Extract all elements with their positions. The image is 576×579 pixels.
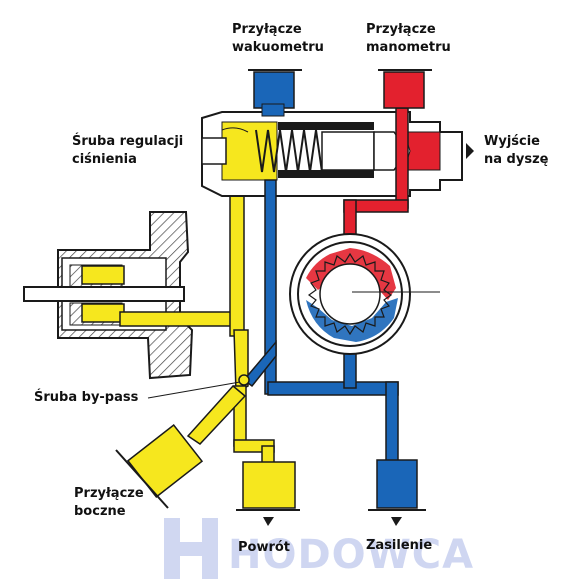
supply-channel (242, 179, 399, 463)
bypass-screw (147, 374, 250, 399)
vacuum-port-label-line1: Przyłącze (232, 22, 302, 37)
nozzle-outlet-label-line2: na dyszę (484, 152, 549, 167)
supply-port (368, 459, 426, 526)
watermark-text: HODOWCA (228, 532, 475, 578)
bypass-screw-label: Śruba by-pass (34, 390, 139, 405)
pressure-screw-label-line1: Śruba regulacji (72, 134, 184, 149)
gauge-port-label-line2: manometru (366, 40, 451, 55)
side-port-label-line1: Przyłącze (74, 486, 144, 501)
gear-pump (289, 233, 440, 355)
supply-label: Zasilenie (366, 538, 433, 553)
vacuum-port-label-line2: wakuometru (232, 40, 324, 55)
gauge-port (378, 69, 432, 109)
gauge-port-label-line1: Przyłącze (366, 22, 436, 37)
pressure-screw-label-line2: ciśnienia (72, 152, 137, 167)
side-port (115, 423, 204, 509)
return-label: Powrót (238, 540, 291, 555)
nozzle-outlet-label-line1: Wyjście (484, 134, 540, 149)
watermark-logo-icon (164, 518, 218, 579)
side-port-label-line2: boczne (74, 504, 126, 519)
pump-shaft (23, 265, 185, 323)
return-port (236, 461, 300, 526)
vacuum-port (248, 69, 302, 117)
regulator-valve (201, 111, 474, 197)
